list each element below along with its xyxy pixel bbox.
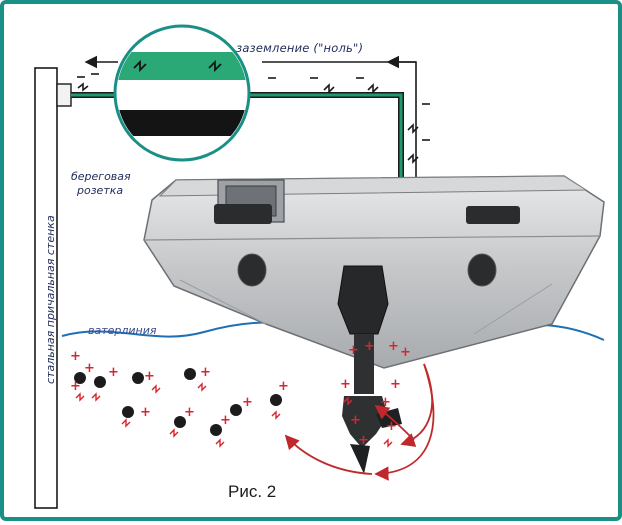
- plus-sign: +: [108, 365, 119, 380]
- spark-icon: [367, 83, 379, 94]
- power-cable: [71, 92, 404, 182]
- plus-sign: +: [358, 433, 369, 448]
- plus-sign: +: [278, 379, 289, 394]
- ion-icon: [122, 406, 134, 418]
- spark-icon: [271, 410, 281, 420]
- berth-wall-label: стальная причальная стенка: [44, 215, 57, 384]
- ground-wire-label: заземление ("ноль"): [236, 41, 364, 55]
- plus-sign: +: [380, 395, 391, 410]
- shore-socket-label-line1: береговая: [71, 170, 131, 183]
- plus-sign: +: [184, 405, 195, 420]
- plus-sign: +: [140, 405, 151, 420]
- ion-icon: [210, 424, 222, 436]
- spark-icon: [343, 396, 353, 406]
- power-cable-crosssection-icon: [113, 24, 251, 162]
- electrolysis-diagram: + + + + + + + + + + + + + + + + + + + + …: [34, 24, 605, 509]
- ions: [74, 368, 282, 436]
- plus-sign: +: [144, 369, 155, 384]
- plus-sign: +: [390, 377, 401, 392]
- ion-icon: [184, 368, 196, 380]
- spark-icon: [151, 384, 161, 394]
- plus-sign: +: [340, 377, 351, 392]
- water-sparks: [75, 382, 393, 448]
- positive-charges: + + + + + + + + + + + + + + + + + + + + …: [70, 339, 411, 448]
- ion-icon: [94, 376, 106, 388]
- plus-sign: +: [70, 379, 81, 394]
- ion-icon: [74, 372, 86, 384]
- plus-sign: +: [70, 349, 81, 364]
- plus-sign: +: [350, 413, 361, 428]
- shore-socket: [56, 83, 72, 107]
- plus-sign: +: [200, 365, 211, 380]
- waterline-label: ватерлиния: [88, 324, 157, 337]
- plus-sign: +: [220, 413, 231, 428]
- ion-icon: [174, 416, 186, 428]
- spark-icon: [383, 438, 393, 448]
- ion-icon: [230, 404, 242, 416]
- spark-icon: [75, 392, 85, 402]
- spark-icon: [197, 382, 207, 392]
- ion-icon: [270, 394, 282, 406]
- plus-sign: +: [242, 395, 253, 410]
- current-arrows: [284, 363, 435, 481]
- spark-icon: [91, 392, 101, 402]
- spark-icon: [215, 438, 225, 448]
- cable-charges: [77, 73, 430, 164]
- ground-wire: [262, 61, 417, 194]
- ion-icon: [132, 372, 144, 384]
- spark-icon: [323, 83, 335, 94]
- spark-icon: [121, 418, 131, 428]
- shore-socket-label-line2: розетка: [77, 184, 124, 197]
- plus-sign: +: [364, 339, 375, 354]
- figure-caption: Рис. 2: [228, 482, 277, 501]
- plus-sign: +: [84, 361, 95, 376]
- plus-sign: +: [386, 419, 397, 434]
- spark-icon: [77, 82, 89, 92]
- plus-sign: +: [400, 345, 411, 360]
- plus-sign: +: [348, 343, 359, 358]
- spark-icon: [169, 428, 179, 438]
- plus-sign: +: [388, 339, 399, 354]
- spark-icon: [407, 123, 419, 134]
- berth-wall: [34, 67, 58, 509]
- spark-icon: [407, 153, 419, 164]
